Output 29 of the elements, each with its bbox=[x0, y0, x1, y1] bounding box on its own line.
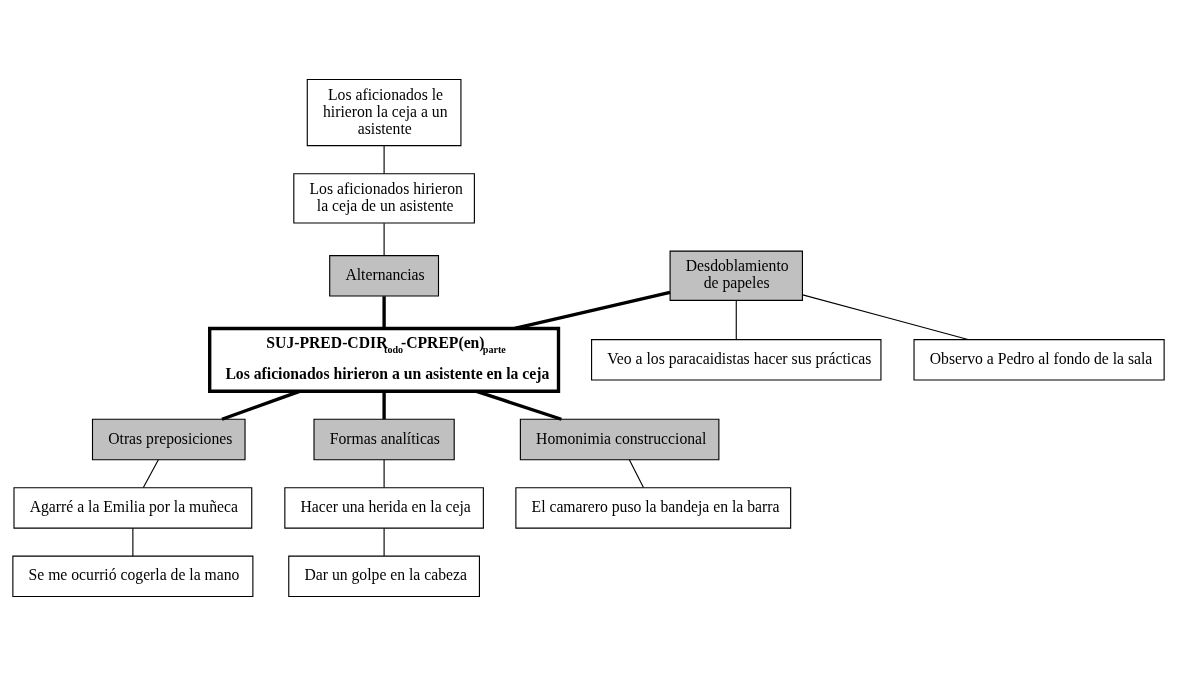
node-box: Hacer una herida en la ceja bbox=[284, 486, 484, 529]
node-box: Veo a los paracaidistas hacer sus prácticas bbox=[591, 338, 882, 381]
node-box: Agarré a la Emilia por la muñeca bbox=[13, 486, 253, 529]
connector bbox=[514, 290, 671, 330]
connector bbox=[628, 458, 644, 488]
node-box: Observo a Pedro al fondo de la sala bbox=[913, 338, 1165, 381]
node-box: Alternancias bbox=[329, 254, 440, 296]
connector bbox=[221, 389, 301, 421]
connector bbox=[383, 144, 385, 174]
connector bbox=[382, 391, 386, 419]
connector bbox=[383, 527, 385, 556]
node-box: Homonimia construccional bbox=[519, 418, 720, 460]
connector bbox=[383, 458, 385, 488]
connector bbox=[382, 295, 386, 328]
node-box: El camarero puso la bandeja en la barra bbox=[515, 486, 792, 529]
connector bbox=[142, 458, 159, 488]
node-box: Los aficionados hirieron la ceja de un asistente bbox=[293, 172, 475, 224]
node-box: Formas analíticas bbox=[313, 418, 455, 460]
node-box: Dar un golpe en la cabeza bbox=[288, 555, 480, 597]
connector bbox=[132, 527, 134, 556]
connector bbox=[802, 293, 969, 340]
node-box: Los aficionados le hirieron la ceja a un asistente bbox=[306, 78, 462, 146]
connector bbox=[735, 299, 737, 340]
connector bbox=[475, 389, 562, 421]
node-box: SUJ-PRED-CDIR$_{todo}$-CPREP(en)$_{parte}$ Los aficionados hirieron a un asistente en la ceja bbox=[208, 326, 561, 393]
connector bbox=[383, 222, 385, 256]
node-box: Otras preposiciones bbox=[91, 418, 246, 460]
node-box: Desdoblamiento de papeles bbox=[669, 250, 803, 301]
node-box: Se me ocurrió cogerla de la mano bbox=[12, 555, 254, 597]
